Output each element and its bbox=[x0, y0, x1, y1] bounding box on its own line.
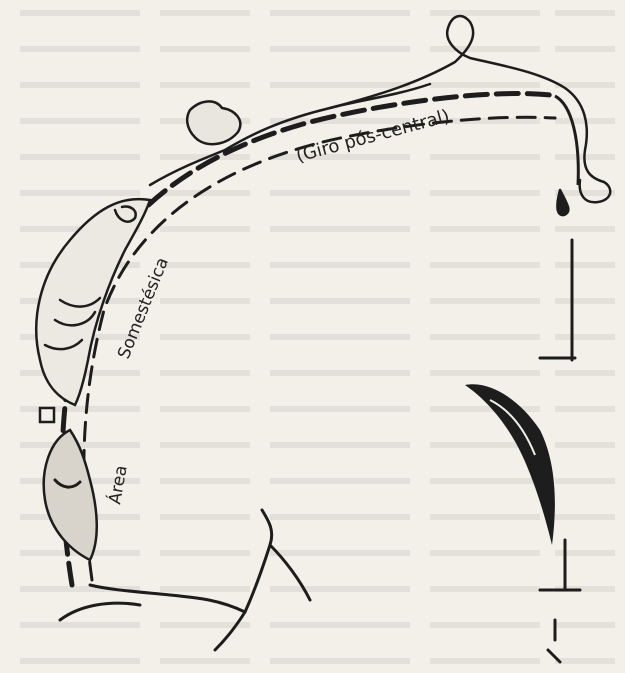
diagram-canvas: (Giro pós-central) Somestésica Área bbox=[0, 0, 625, 673]
homunculus-figure: (Giro pós-central) Somestésica Área bbox=[0, 0, 625, 673]
